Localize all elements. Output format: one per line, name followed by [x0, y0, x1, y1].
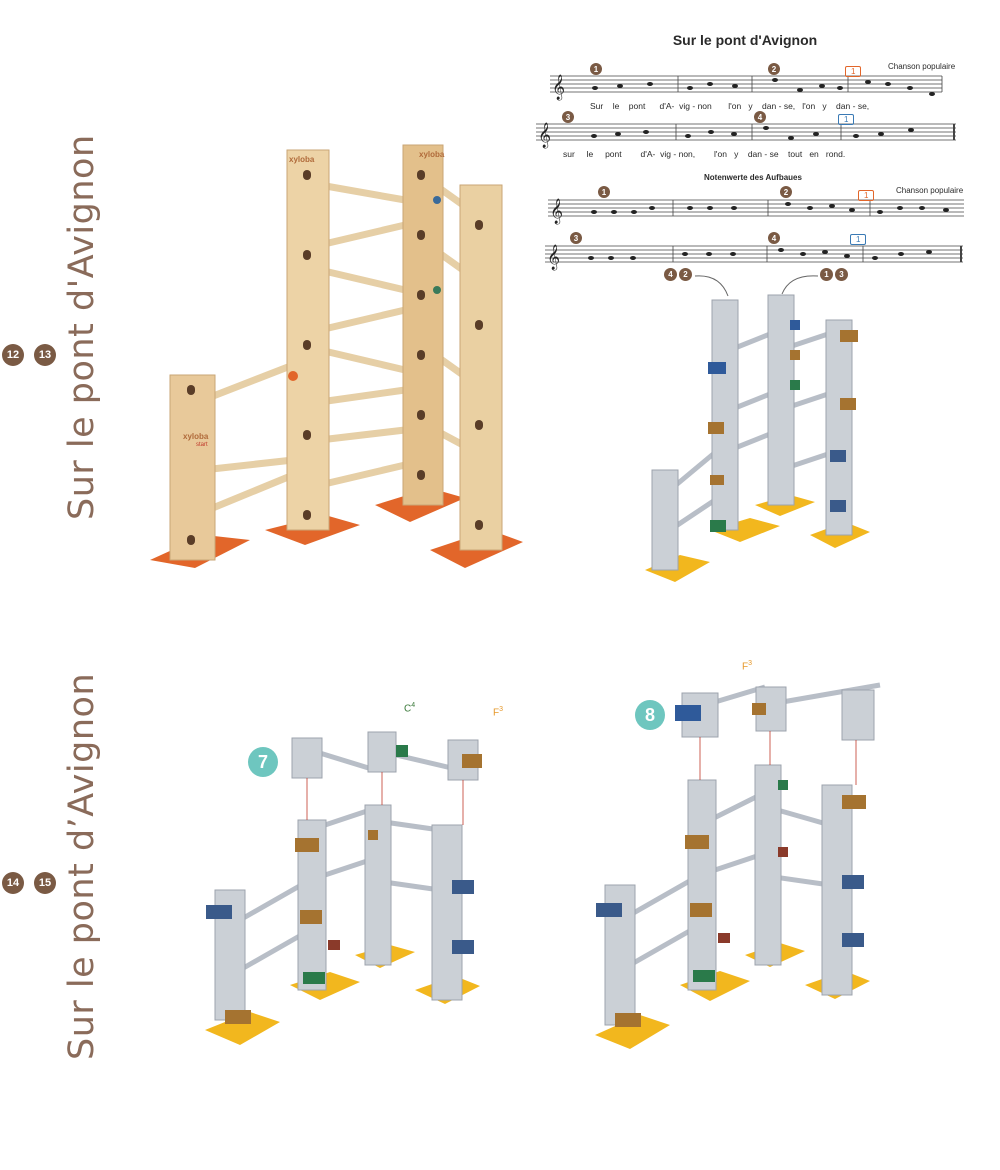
grey-tower-diagram-step7 [205, 731, 482, 1045]
page-title-bottom: Sur le pont d’Avignon [62, 672, 102, 1060]
page-title-top: Sur le pont d'Avignon [62, 134, 102, 520]
aufbau-marker-4: 4 [768, 232, 780, 244]
aufbau-repeat-box-1: 1 [858, 190, 875, 201]
page-number-13: 13 [34, 344, 56, 366]
start-label-short-tower: start [196, 442, 208, 448]
svg-text:𝄞: 𝄞 [550, 198, 563, 224]
lyrics-line-2: sur le pont d'A- vig - non, l'on y dan -… [563, 149, 846, 159]
step-number-8: 8 [635, 700, 665, 730]
arrow-marker-1: 1 [820, 268, 833, 281]
aufbau-repeat-box-2: 1 [850, 234, 867, 245]
aufbau-composer: Chanson populaire [896, 186, 964, 195]
step-number-7: 7 [248, 747, 278, 777]
grey-tower-diagram-full [645, 294, 870, 582]
wooden-marble-run-photo [150, 144, 523, 568]
arrow-marker-3: 3 [835, 268, 848, 281]
aufbau-staff-2: 𝄞 [545, 244, 963, 270]
page-number-12: 12 [2, 344, 24, 366]
svg-text:𝄞: 𝄞 [547, 244, 560, 270]
note-label-c-step7: C4 [404, 702, 416, 715]
page-number-14: 14 [2, 872, 24, 894]
score-staff-1: 𝄞 [550, 74, 943, 100]
page-number-15: 15 [34, 872, 56, 894]
arrow-marker-2: 2 [679, 268, 692, 281]
aufbau-staff-1: 𝄞 [548, 198, 964, 224]
brand-label-tall-tower: xyloba [289, 155, 315, 164]
brand-label-short-tower: xyloba [183, 432, 209, 441]
score-marker-4: 4 [754, 111, 766, 123]
note-label-f-step8: F3 [742, 660, 753, 673]
aufbau-marker-3: 3 [570, 232, 582, 244]
score-marker-1: 1 [590, 63, 602, 75]
svg-text:𝄞: 𝄞 [552, 74, 565, 100]
aufbau-marker-1: 1 [598, 186, 610, 198]
curved-arrows [694, 275, 819, 297]
arrow-marker-4: 4 [664, 268, 677, 281]
note-label-f-step7: F3 [493, 706, 504, 719]
svg-text:𝄞: 𝄞 [538, 122, 551, 148]
score-composer: Chanson populaire [888, 62, 956, 71]
score-title: Sur le pont d'Avignon [672, 32, 818, 48]
aufbau-marker-2: 2 [780, 186, 792, 198]
aufbau-title: Notenwerte des Aufbaues [704, 173, 802, 182]
lyrics-line-1: Sur le pont d'A- vig - non l'on y dan - … [590, 101, 870, 111]
repeat-box-2: 1 [838, 114, 855, 125]
grey-tower-diagram-step8 [595, 682, 881, 1049]
score-marker-3: 3 [562, 111, 574, 123]
brand-label-right-tower: xyloba [419, 150, 445, 159]
score-staff-2: 𝄞 [536, 122, 956, 148]
score-marker-2: 2 [768, 63, 780, 75]
repeat-box-1: 1 [845, 66, 862, 77]
